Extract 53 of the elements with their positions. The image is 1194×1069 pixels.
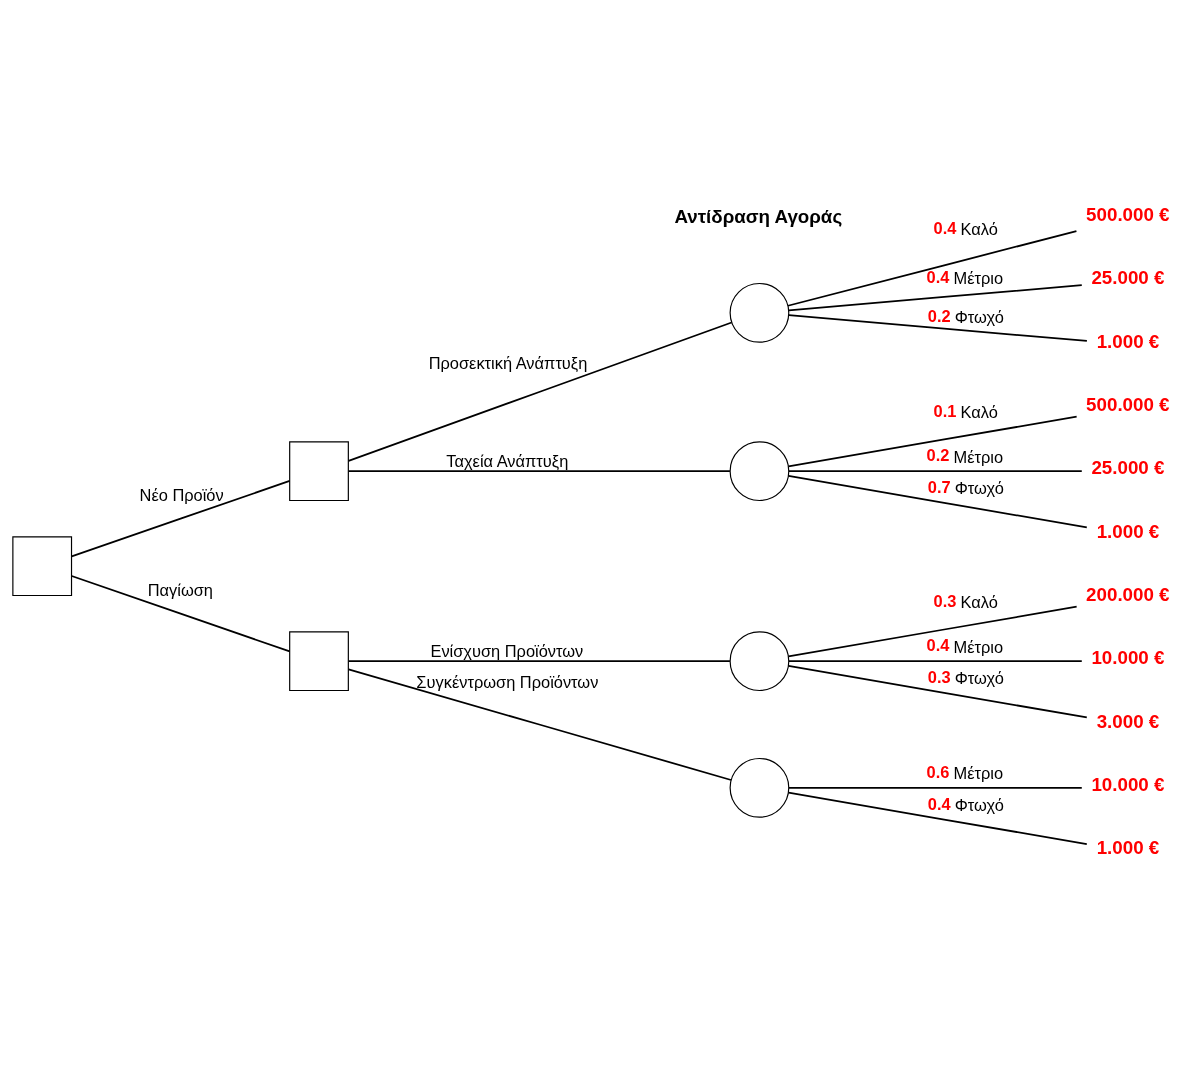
edge-label: Ενίσχυση Προϊόντων (430, 641, 584, 660)
connector (347, 668, 732, 781)
edge-label: 0.4 Καλό (933, 218, 998, 239)
connector (787, 314, 1088, 342)
connector (70, 480, 291, 558)
node-box (289, 631, 349, 692)
connector (347, 470, 731, 473)
node-circle (729, 282, 790, 343)
edge-label: 0.4 Μέτριο (926, 636, 1004, 656)
edge-label: Παγίωση (147, 580, 214, 599)
connector (787, 787, 1083, 789)
node-box (12, 536, 73, 597)
connector (787, 284, 1083, 312)
connector (347, 321, 733, 462)
node-text: 25.000 € (1091, 267, 1165, 289)
connector (787, 475, 1088, 529)
edge-label: 0.4 Φτωχό (927, 794, 1004, 814)
edge-label: 0.7 Φτωχό (927, 478, 1004, 498)
node-text: 200.000 € (1086, 584, 1170, 606)
edge-label: 0.3 Φτωχό (927, 668, 1004, 688)
node-text: 1.000 € (1096, 520, 1160, 542)
edge-label: 0.6 Μέτριο (926, 763, 1004, 783)
node-circle (729, 757, 790, 818)
node-text: 10.000 € (1091, 647, 1165, 669)
node-text: 25.000 € (1091, 457, 1165, 479)
connector (787, 660, 1083, 663)
connector (787, 605, 1078, 658)
node-text: 3.000 € (1096, 710, 1160, 732)
node-text: 1.000 € (1096, 330, 1160, 352)
edge-label: 0.4 Μέτριο (926, 268, 1004, 288)
label: Αντίδραση Αγοράς (674, 206, 843, 228)
edge-label: Ταχεία Ανάπτυξη (446, 451, 569, 470)
connector (787, 470, 1083, 473)
edge-label: 0.2 Μέτριο (926, 446, 1004, 466)
edge-label: 0.3 Καλό (933, 591, 998, 612)
node-text: 500.000 € (1086, 204, 1170, 226)
edge-label: Νέο Προϊόν (139, 485, 224, 504)
node-circle (729, 631, 790, 692)
node-circle (729, 441, 790, 502)
edge-label: 0.2 Φτωχό (927, 306, 1004, 327)
edge-label: Προσεκτική Ανάπτυξη (428, 354, 588, 373)
edge-label: Συγκέντρωση Προϊόντων (416, 673, 599, 692)
connector (70, 575, 291, 653)
connector (787, 665, 1088, 719)
node-text: 10.000 € (1091, 774, 1165, 796)
node-box (289, 441, 349, 502)
connector (787, 230, 1078, 307)
node-text: 500.000 € (1086, 394, 1170, 416)
edge-label: 0.1 Καλό (933, 401, 998, 422)
node-text: 1.000 € (1096, 837, 1160, 859)
connector (787, 415, 1078, 468)
connector (347, 660, 731, 663)
connector (787, 791, 1088, 845)
